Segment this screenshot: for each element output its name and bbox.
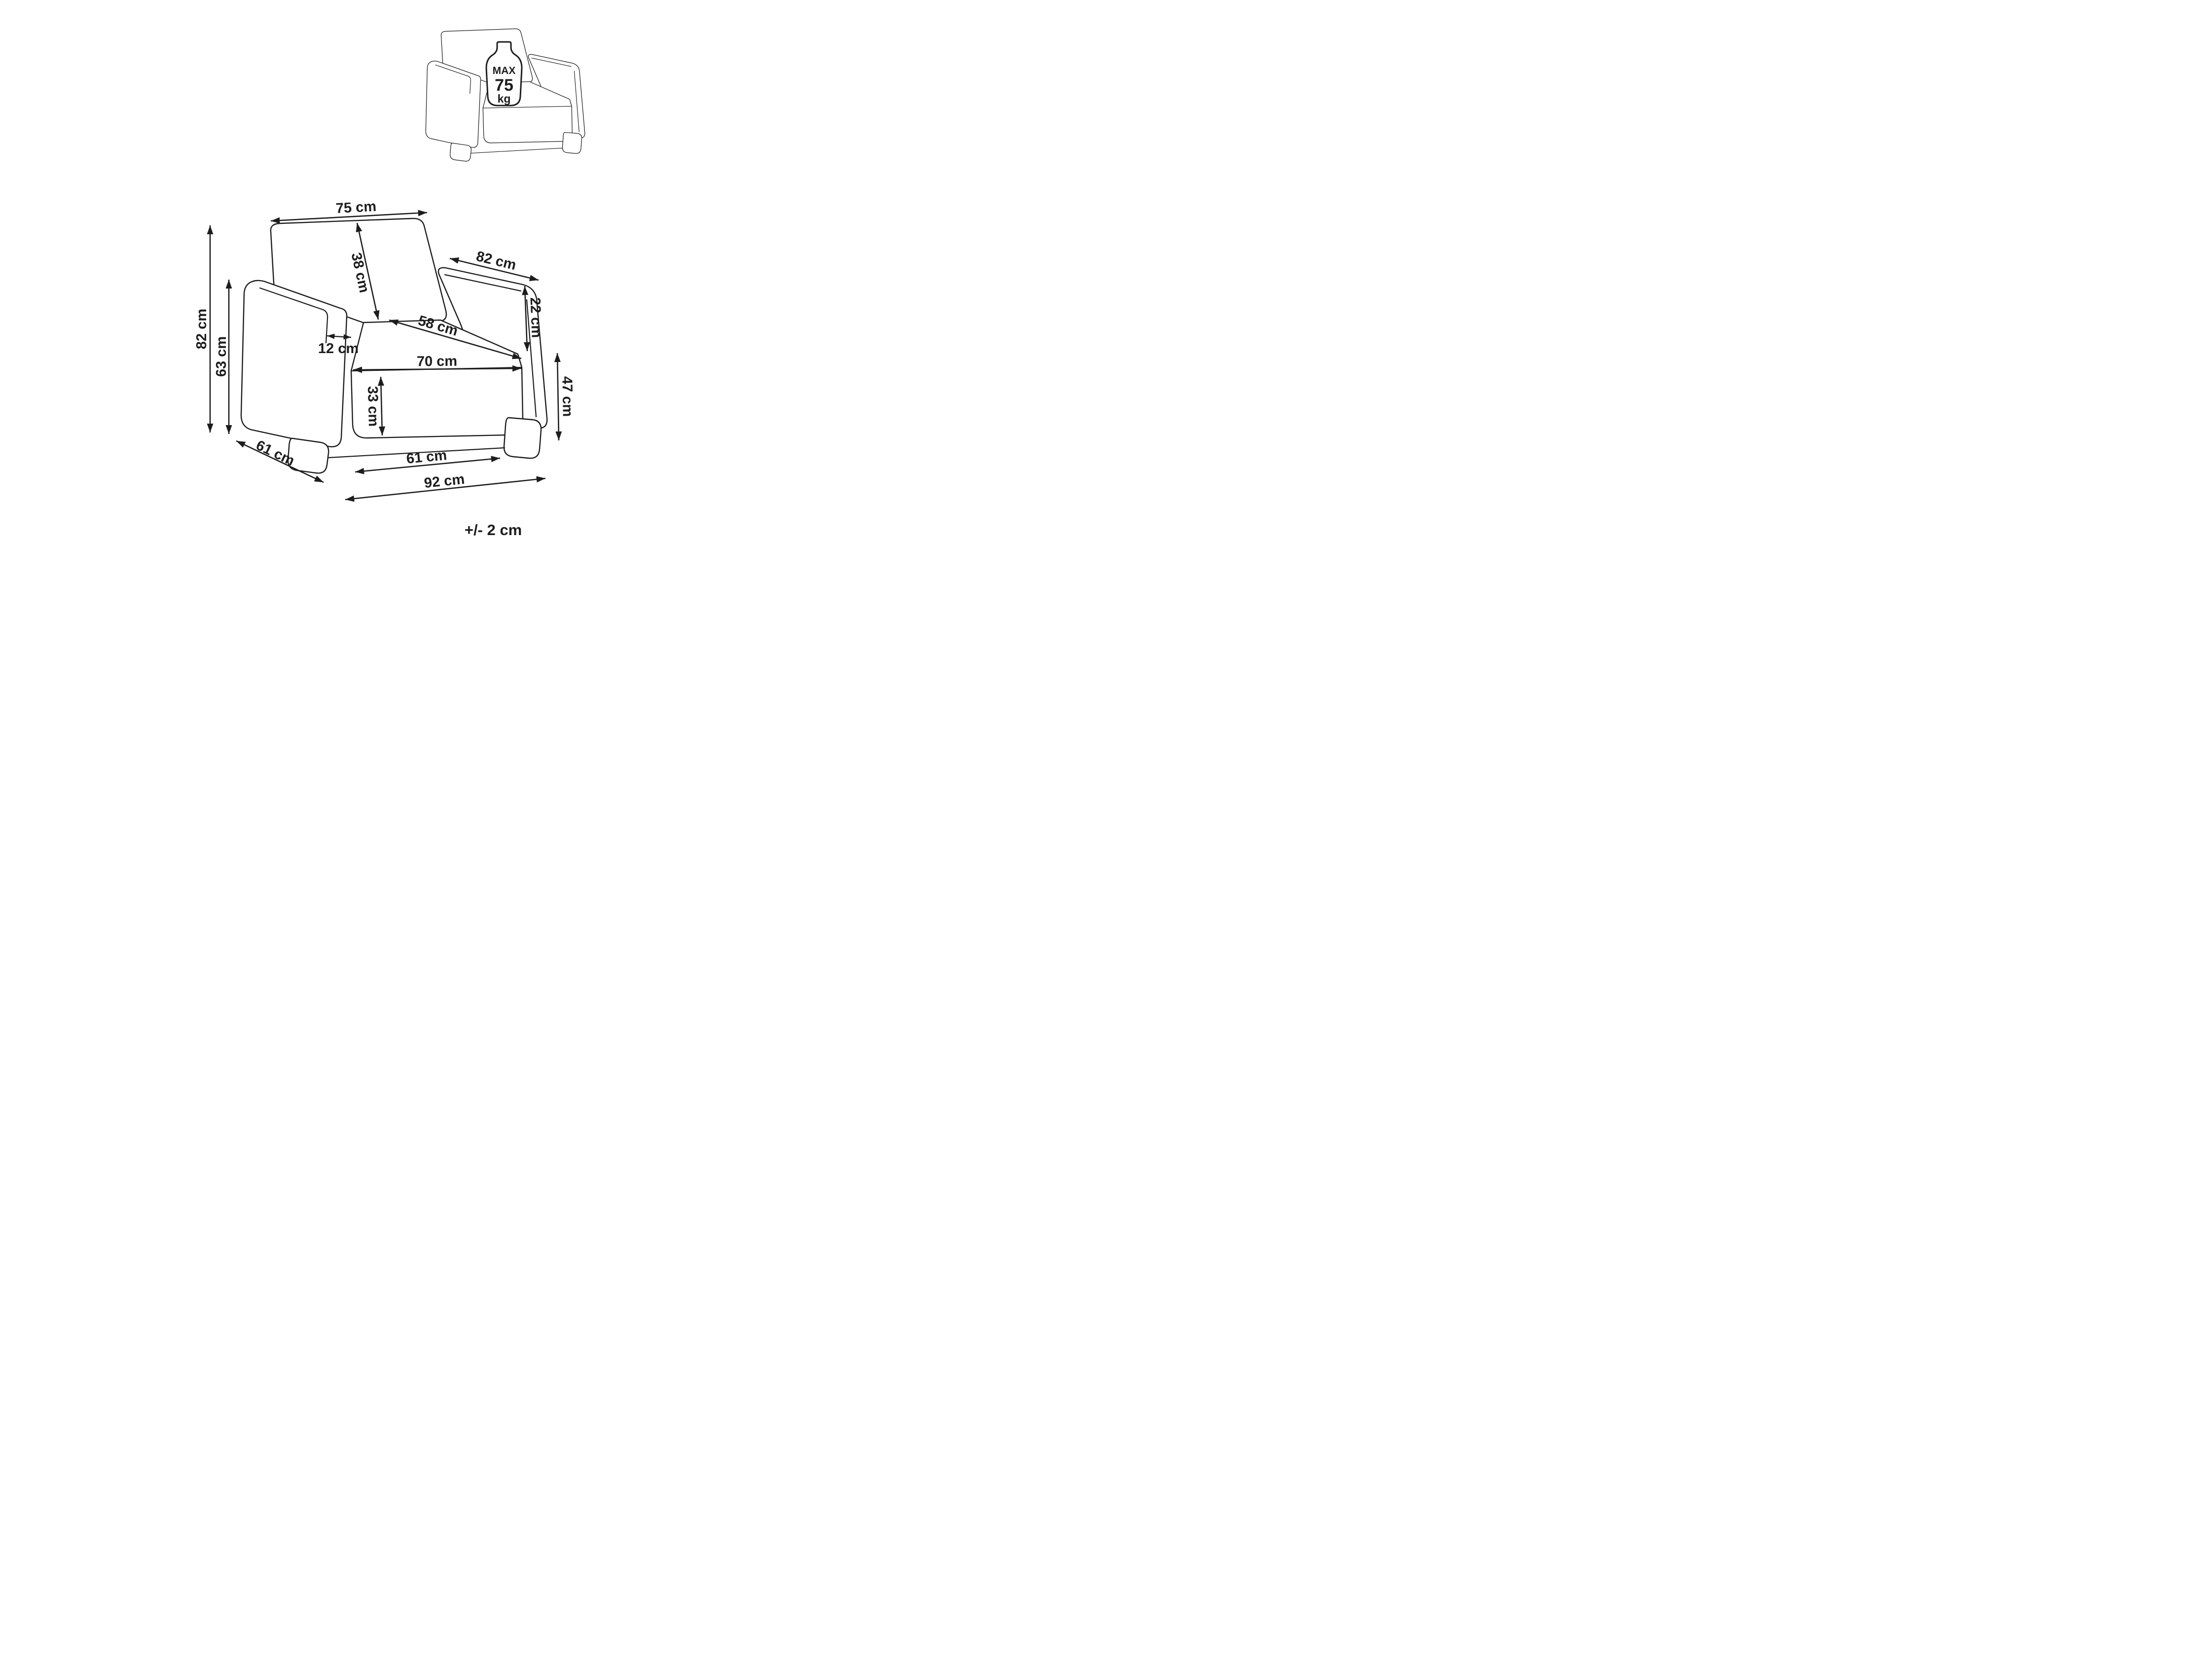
tolerance-note: +/- 2 cm (465, 521, 522, 539)
vase-outline (485, 41, 523, 107)
dim-base-width: 61 cm (355, 447, 501, 474)
weight-limit-vase-icon: MAX 75 kg (485, 41, 523, 107)
dim-total-height-label: 82 cm (194, 309, 210, 349)
dim-total-width: 92 cm (345, 471, 546, 502)
front-right-foot (503, 417, 542, 459)
left-armrest-inner-edge (259, 287, 328, 344)
left-armrest-panel (240, 280, 348, 448)
dimension-diagram-page: MAX 75 kg 75 cm 38 cm 82 cm 22 cm 58 (0, 0, 737, 553)
dim-total-height: 82 cm (194, 225, 214, 433)
weight-limit-unit: kg (498, 92, 511, 105)
armchair-line-art (240, 217, 548, 474)
dim-seat-width-label: 70 cm (417, 354, 458, 370)
dim-armrest-width: 12 cm (318, 333, 359, 357)
dim-base-width-label: 61 cm (406, 447, 448, 467)
dim-back-top-width-label: 75 cm (335, 199, 377, 216)
dim-armrest-width-label: 12 cm (318, 341, 359, 357)
dim-seat-height: 33 cm (364, 376, 386, 436)
dim-front-height: 47 cm (554, 353, 576, 441)
dim-total-width-label: 92 cm (423, 471, 465, 491)
dim-armrest-height: 22 cm (522, 286, 544, 352)
dim-armrest-height-label: 22 cm (527, 297, 544, 338)
dim-front-height-label: 47 cm (559, 376, 575, 417)
dim-seat-height-label: 33 cm (364, 386, 381, 427)
dim-back-top-width: 75 cm (270, 199, 428, 224)
dim-seat-width: 70 cm (353, 354, 522, 373)
weight-limit-value: 75 (495, 76, 513, 95)
weight-limit-max-label: MAX (493, 65, 516, 76)
armchair-dimension-diagram: MAX 75 kg 75 cm 38 cm 82 cm 22 cm 58 (194, 28, 585, 539)
dim-inner-height: 63 cm (214, 280, 232, 434)
dim-inner-height-label: 63 cm (214, 336, 229, 377)
